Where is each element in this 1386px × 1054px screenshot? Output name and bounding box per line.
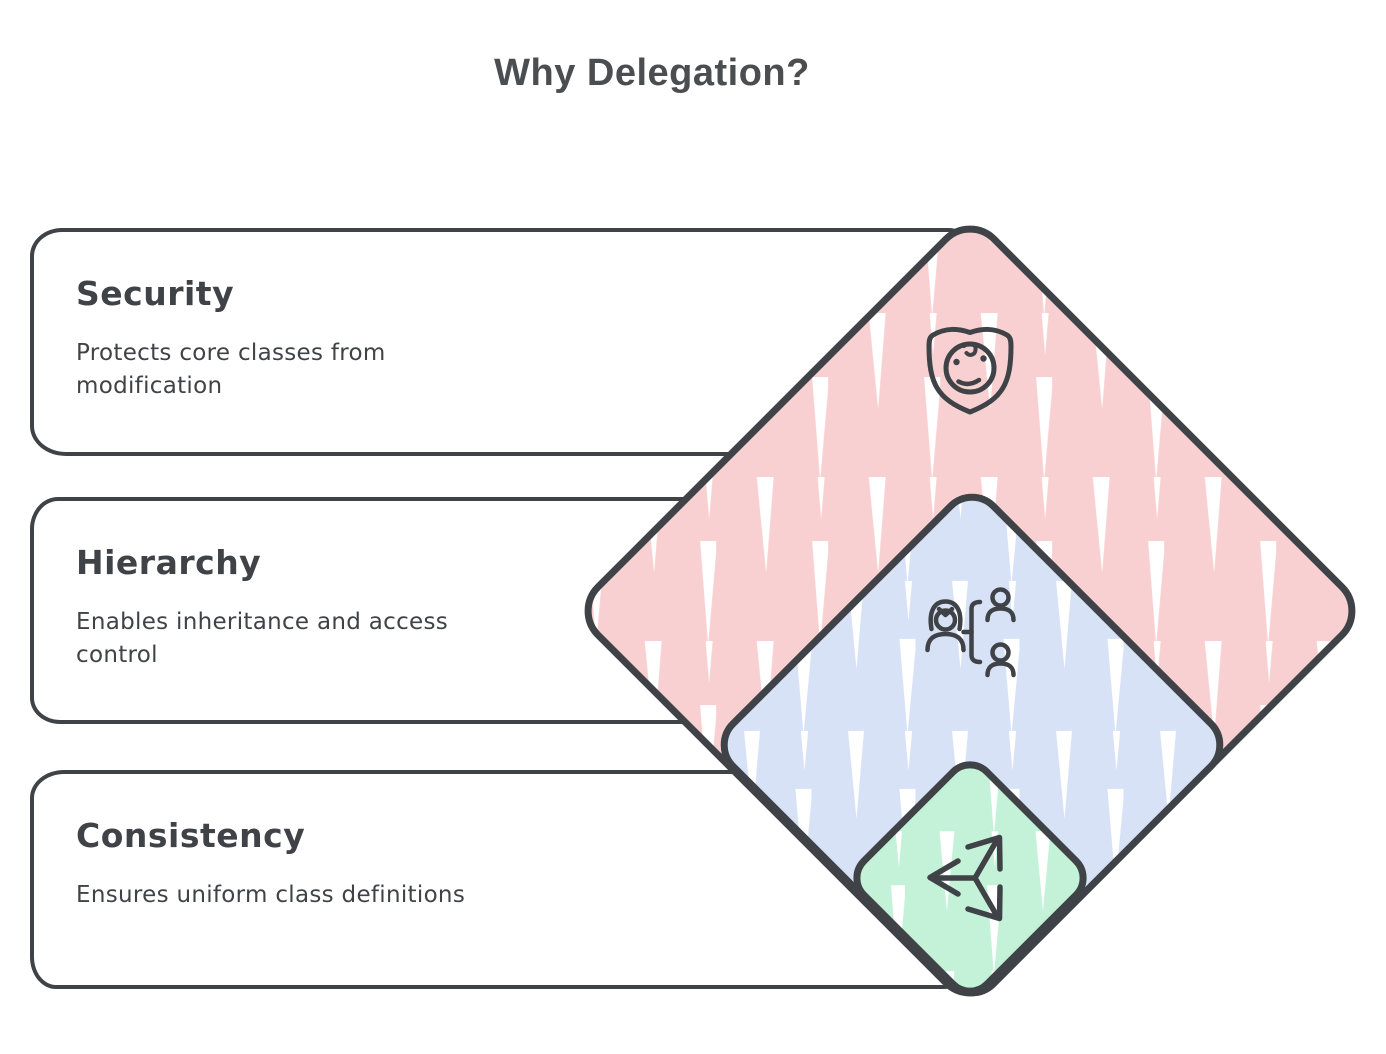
card-hierarchy-heading: Hierarchy bbox=[76, 543, 262, 582]
card-security-description: Protects core classes from modification bbox=[76, 340, 386, 400]
tri-arrow-icon bbox=[927, 834, 1003, 922]
hierarchy-diamond bbox=[720, 493, 1224, 997]
org-chart-icon bbox=[925, 587, 1016, 678]
card-security-heading: Security bbox=[76, 274, 235, 313]
page-title: Why Delegation? bbox=[494, 52, 810, 94]
card-consistency-description: Ensures uniform class definitions bbox=[76, 882, 466, 908]
shield-face-icon bbox=[926, 326, 1014, 415]
card-hierarchy-description: Enables inheritance and access control bbox=[76, 609, 449, 669]
card-consistency-heading: Consistency bbox=[76, 816, 306, 855]
